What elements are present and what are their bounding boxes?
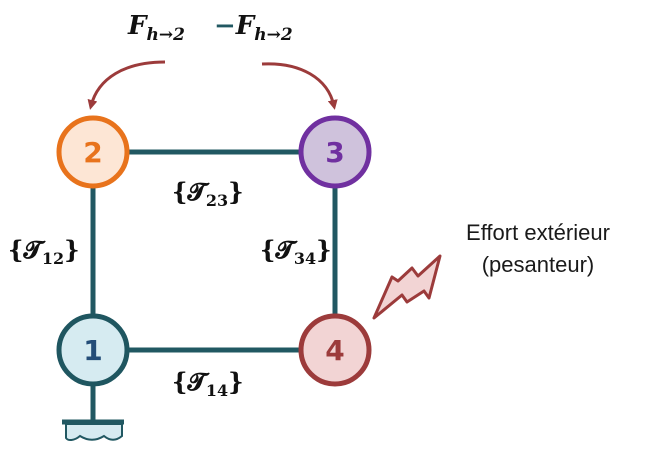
torsor-label-14: {𝓣14} [172, 367, 244, 400]
torsor-label-12: {𝓣12} [8, 235, 80, 268]
external-force-line2: (pesanteur) [482, 252, 595, 277]
torsor-label-34: {𝓣34} [260, 235, 332, 268]
torsor-label-23: {𝓣23} [172, 177, 244, 210]
node-4-label: 4 [325, 334, 344, 367]
node-2[interactable]: 2 [56, 115, 130, 189]
force-arrow-left [87, 60, 166, 110]
node-1-label: 1 [83, 334, 102, 367]
force-arrow-right [261, 62, 338, 110]
node-1[interactable]: 1 [56, 313, 130, 387]
ground-icon [62, 385, 124, 442]
node-2-label: 2 [83, 136, 102, 169]
external-force-line1: Effort extérieur [466, 220, 610, 245]
node-3-label: 3 [325, 136, 344, 169]
lightning-icon [372, 254, 442, 320]
node-3[interactable]: 3 [298, 115, 372, 189]
force-label-left: Fh→2 [127, 11, 185, 45]
force-label-right: −Fh→2 [214, 11, 293, 45]
node-4[interactable]: 4 [298, 313, 372, 387]
